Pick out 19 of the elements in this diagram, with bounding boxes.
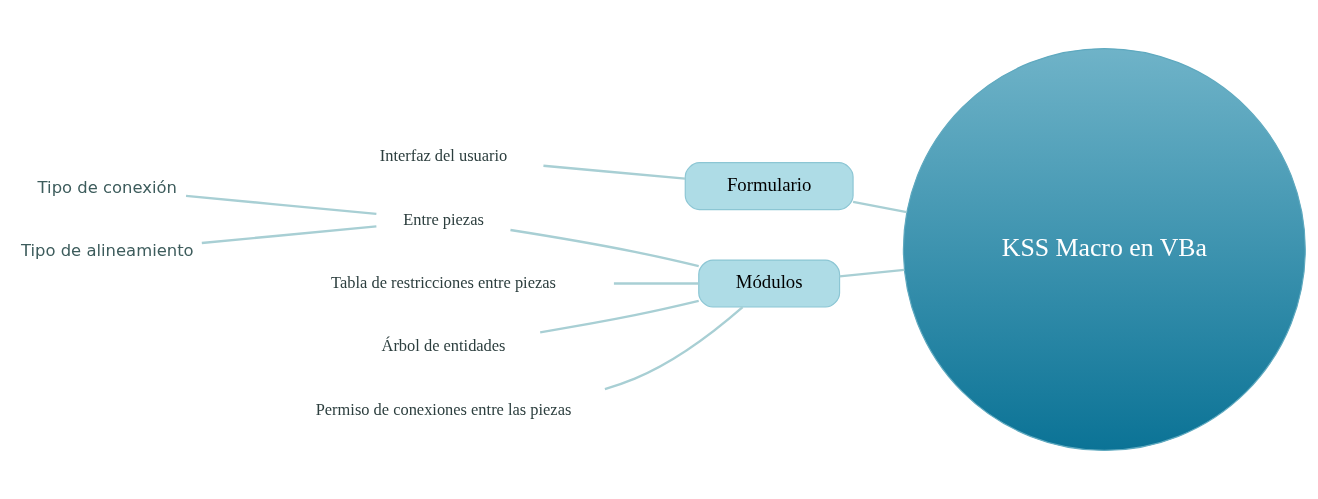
node-text: Árbol de entidades: [381, 336, 506, 356]
connector: [543, 164, 686, 180]
node-box: Módulos: [698, 259, 841, 308]
connector: [613, 282, 699, 285]
node-text: Tipo de alineamiento: [20, 241, 194, 261]
node-text: Tipo de conexión: [37, 177, 178, 197]
connector: [852, 200, 907, 214]
connector: [201, 225, 377, 245]
node-text: Permiso de conexiones entre las piezas: [315, 399, 572, 419]
node-box: Formulario: [684, 162, 854, 211]
node-circle: KSS Macro en VBa: [902, 47, 1306, 452]
connector: [510, 228, 699, 268]
node-text: Tabla de restricciones entre piezas: [331, 272, 556, 292]
connector: [185, 194, 377, 216]
node-text: Entre piezas: [403, 209, 484, 229]
connector: [540, 299, 699, 334]
connector: [604, 306, 744, 391]
node-text: Interfaz del usuario: [379, 146, 508, 166]
connector: [839, 268, 905, 278]
